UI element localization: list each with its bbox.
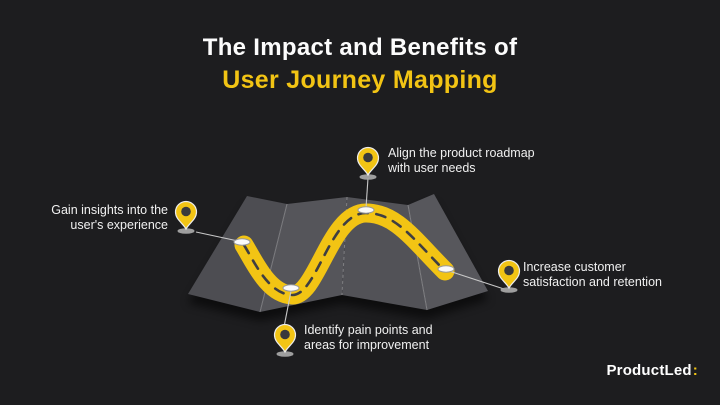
waypoint-dot — [233, 238, 251, 246]
brand-logo-text: ProductLed — [606, 362, 692, 379]
road-center-dashes — [242, 211, 447, 297]
title-line-1: The Impact and Benefits of — [202, 34, 518, 61]
pin-label-insights: Gain insights into the user's experience — [51, 203, 168, 233]
waypoint-dot — [437, 265, 455, 273]
map-pin-icon-roadmap — [356, 146, 380, 181]
waypoint-dot — [282, 284, 300, 292]
connector-line-painpoints — [283, 290, 292, 328]
title-line-2: User Journey Mapping — [222, 65, 498, 94]
road-waypoints — [233, 206, 455, 292]
map-pin-icon-insights — [174, 200, 198, 235]
connector-line-insights — [195, 231, 239, 242]
pin-label-satisfaction: Increase customer satisfaction and reten… — [523, 260, 662, 290]
journey-road — [234, 203, 455, 305]
folded-map — [188, 194, 488, 313]
map-panel-4 — [408, 194, 488, 310]
map-fold-line — [341, 196, 348, 296]
connector-lines — [195, 177, 505, 328]
brand-logo: ProductLed: — [606, 362, 698, 379]
map-fold-line — [407, 204, 428, 311]
page-title: The Impact and Benefits of User Journey … — [0, 33, 720, 96]
connector-line-roadmap — [365, 177, 369, 209]
brand-logo-mark: : — [692, 362, 698, 379]
connector-line-satisfaction — [448, 270, 505, 290]
pin-label-painpoints: Identify pain points and areas for impro… — [304, 323, 433, 353]
map-fold-line — [259, 203, 288, 313]
map-pin-icon-painpoints — [273, 323, 297, 358]
waypoint-dot — [357, 206, 375, 214]
pin-label-roadmap: Align the product roadmap with user need… — [388, 146, 535, 176]
